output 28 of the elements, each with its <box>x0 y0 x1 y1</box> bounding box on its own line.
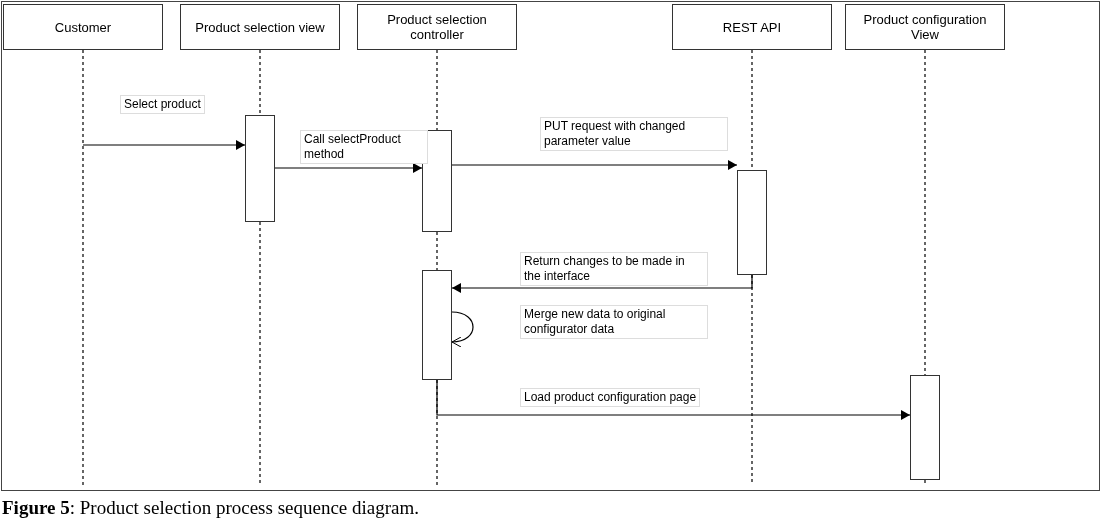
message-arrow <box>451 160 738 170</box>
message-label: Load product configuration page <box>520 388 701 407</box>
message-arrow <box>274 163 423 173</box>
figure-caption: Figure 5: Product selection process sequence diagram. <box>2 497 419 519</box>
message-label: PUT request with changed parameter value <box>540 117 728 151</box>
message-label: Select product <box>120 95 205 114</box>
lifeline-header: Customer <box>3 4 163 50</box>
lifeline-header: Product selection controller <box>357 4 517 50</box>
lifeline <box>436 49 438 131</box>
lifeline <box>82 49 84 486</box>
lifeline-header: Product selection view <box>180 4 340 50</box>
activation-bar <box>245 115 275 222</box>
lifeline-header: Product configuration View <box>845 4 1005 50</box>
lifeline <box>259 221 261 486</box>
message-arrow <box>451 311 474 347</box>
message-label: Return changes to be made in the interface <box>520 252 708 286</box>
lifeline <box>436 231 438 271</box>
lifeline <box>924 479 926 486</box>
activation-bar <box>422 270 452 380</box>
activation-bar <box>737 170 767 275</box>
activation-bar <box>910 375 940 480</box>
message-label: Call selectProduct method <box>300 130 428 164</box>
lifeline <box>259 49 261 116</box>
message-arrow <box>82 140 246 150</box>
activation-bar <box>422 130 452 232</box>
lifeline <box>436 379 438 486</box>
message-label: Merge new data to original configurator data <box>520 305 708 339</box>
lifeline-header: REST API <box>672 4 832 50</box>
